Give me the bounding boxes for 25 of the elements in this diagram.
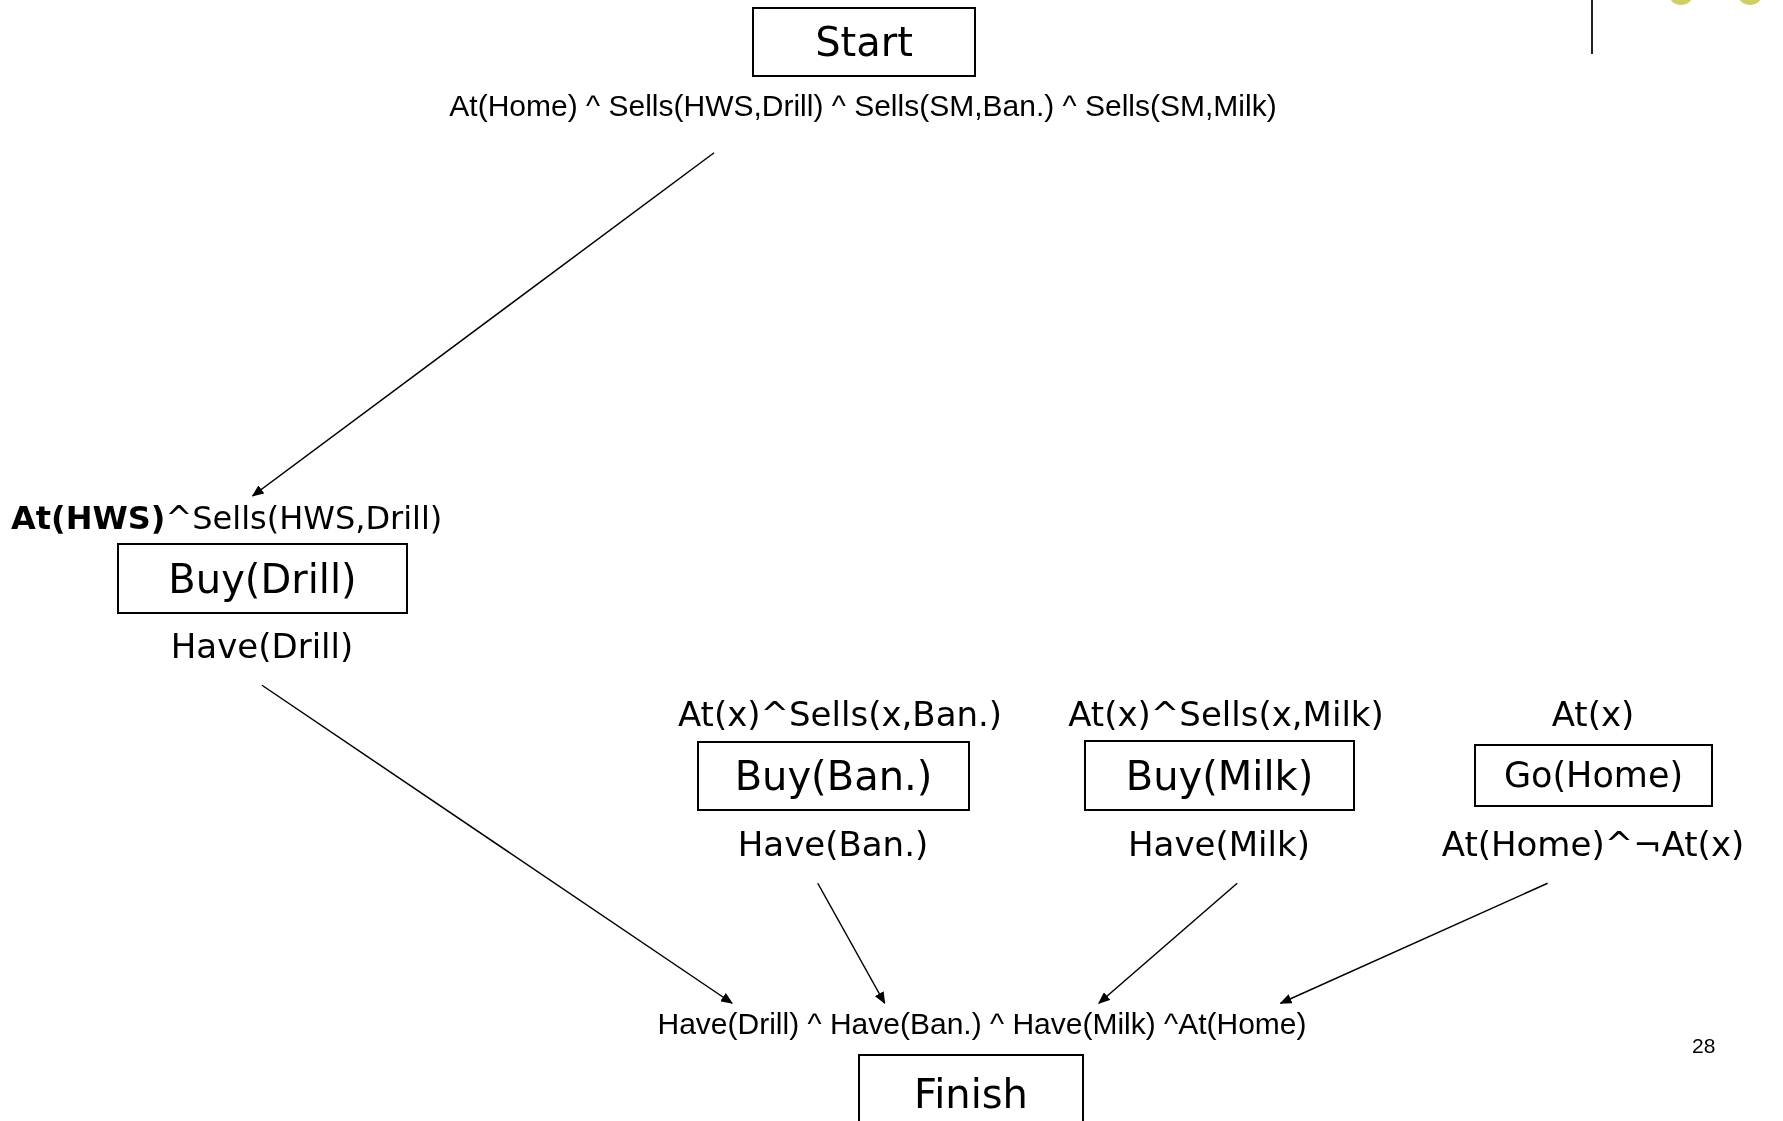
action-name: Go(Home) <box>1503 758 1684 793</box>
arrow <box>1098 882 1238 1004</box>
condition-text: At(x)^Sells(x,Milk) <box>1068 692 1384 736</box>
action-box <box>697 741 970 811</box>
condition-text: At(x)^Sells(x,Ban.) <box>677 692 1003 736</box>
action-name: Finish <box>914 1074 1028 1114</box>
action-box <box>752 7 976 77</box>
action-box <box>858 1054 1084 1121</box>
condition-text: Have(Drill) ^ Have(Ban.) ^ Have(Milk) ^At(Home) <box>657 1005 1307 1043</box>
condition-text: At(HWS)^Sells(HWS,Drill) <box>11 498 443 538</box>
condition-text: At(x) <box>1551 692 1635 736</box>
condition-text: At(Home)^¬At(x) <box>1441 822 1745 866</box>
action-box <box>1474 744 1713 807</box>
arrow <box>251 152 715 497</box>
action-box <box>117 543 408 614</box>
arrow <box>817 882 886 1005</box>
page-number: 28 <box>1692 1033 1716 1059</box>
condition-text: Have(Ban.) <box>737 822 929 866</box>
action-name: Start <box>815 22 913 62</box>
condition-text: Have(Milk) <box>1128 822 1310 866</box>
condition-text: At(Home) ^ Sells(HWS,Drill) ^ Sells(SM,Ban.) ^ Sells(SM,Milk) <box>449 87 1277 125</box>
arrow <box>261 684 733 1004</box>
condition-text: Have(Drill) <box>170 624 354 668</box>
arrow <box>1279 882 1549 1004</box>
action-box <box>1084 740 1355 811</box>
